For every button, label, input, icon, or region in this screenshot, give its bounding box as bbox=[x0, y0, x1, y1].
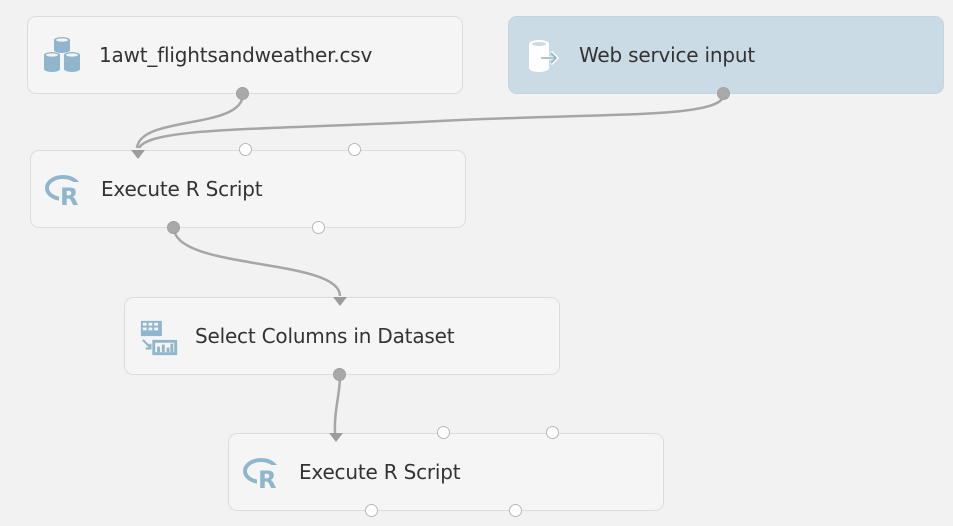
execute-r-script-label-1: Execute R Script bbox=[101, 177, 263, 201]
r-script-1-input-port-3[interactable] bbox=[348, 143, 361, 156]
r-language-icon: R bbox=[243, 454, 283, 494]
r-language-icon: R bbox=[45, 171, 85, 211]
dataset-label: 1awt_flightsandweather.csv bbox=[99, 43, 373, 67]
select-columns-label: Select Columns in Dataset bbox=[195, 324, 455, 348]
web-service-input-module[interactable]: Web service input bbox=[508, 16, 944, 94]
r-script-1-output-port-1[interactable] bbox=[167, 221, 180, 234]
web-service-input-icon bbox=[523, 37, 563, 77]
wire-web-input-to-r-script bbox=[137, 93, 726, 149]
r-script-1-input-port-2[interactable] bbox=[239, 143, 252, 156]
wire-select-columns-to-r-script bbox=[333, 374, 342, 434]
select-columns-input-arrow bbox=[333, 297, 347, 306]
execute-r-script-module-1[interactable]: R Execute R Script bbox=[30, 150, 466, 228]
select-columns-output-port[interactable] bbox=[333, 368, 346, 381]
r-script-2-input-arrow bbox=[329, 433, 343, 442]
select-columns-module[interactable]: Select Columns in Dataset bbox=[124, 297, 560, 375]
svg-text:R: R bbox=[60, 183, 78, 210]
wire-r-script-to-select-columns bbox=[172, 227, 342, 297]
svg-text:R: R bbox=[258, 466, 276, 493]
dataset-icon bbox=[42, 35, 82, 75]
web-service-input-output-port[interactable] bbox=[717, 87, 730, 100]
r-script-1-output-port-2[interactable] bbox=[312, 221, 325, 234]
r-script-2-output-port-1[interactable] bbox=[365, 504, 378, 517]
execute-r-script-label-2: Execute R Script bbox=[299, 460, 461, 484]
dataset-output-port[interactable] bbox=[236, 87, 249, 100]
r-script-1-input-arrow bbox=[131, 150, 145, 159]
web-service-input-label: Web service input bbox=[579, 43, 756, 67]
r-script-2-output-port-2[interactable] bbox=[509, 504, 522, 517]
wire-dataset-to-r-script bbox=[135, 93, 245, 149]
r-script-2-input-port-2[interactable] bbox=[437, 426, 450, 439]
select-columns-icon bbox=[139, 318, 179, 358]
r-script-2-input-port-3[interactable] bbox=[546, 426, 559, 439]
dataset-module[interactable]: 1awt_flightsandweather.csv bbox=[27, 16, 463, 94]
execute-r-script-module-2[interactable]: R Execute R Script bbox=[228, 433, 664, 511]
